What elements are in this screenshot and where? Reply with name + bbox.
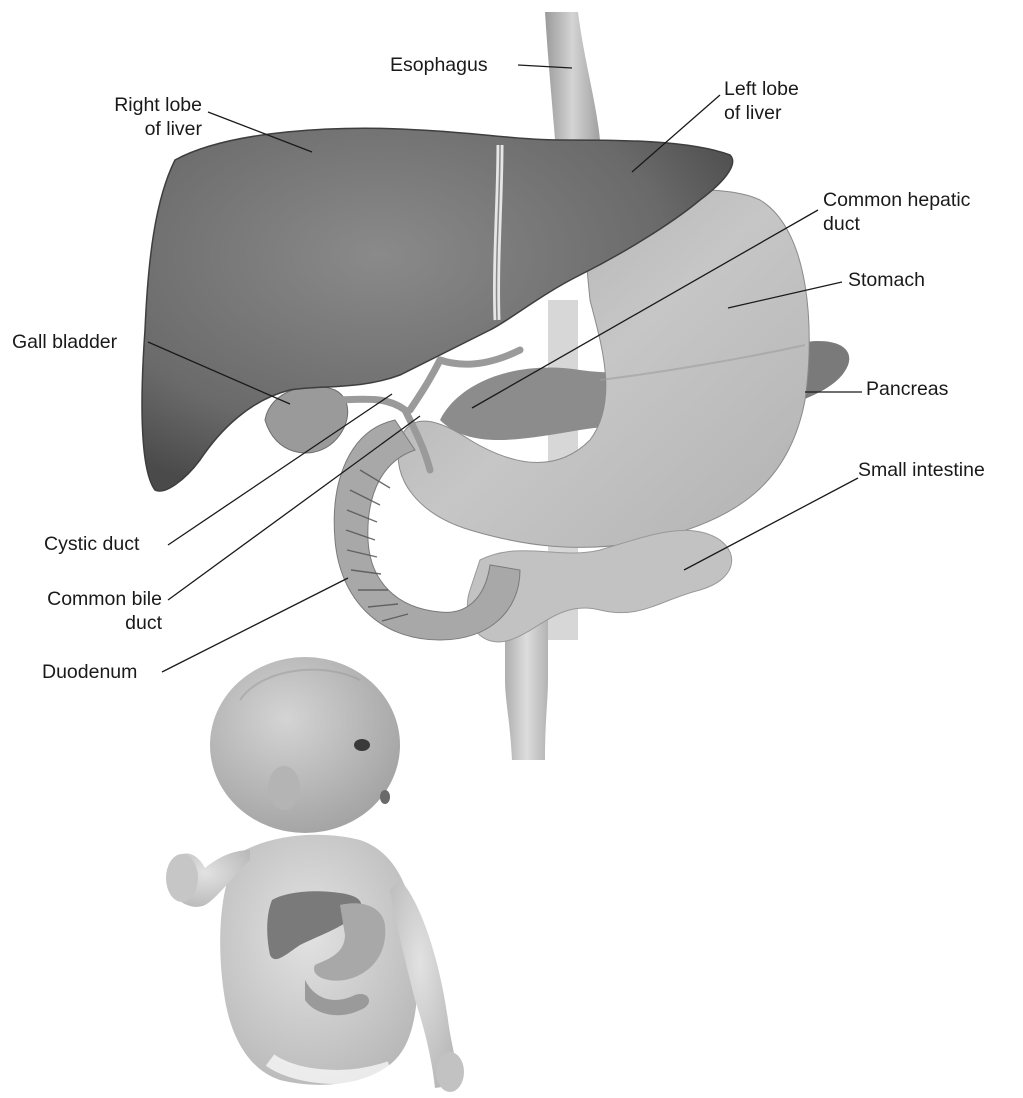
gall-bladder-shape	[265, 386, 348, 453]
label-right-lobe-of-liver: Right lobe of liver	[90, 93, 202, 141]
baby-left-hand	[166, 854, 198, 902]
label-stomach: Stomach	[848, 268, 925, 292]
label-esophagus: Esophagus	[390, 53, 488, 77]
baby-right-hand	[436, 1052, 464, 1092]
label-left-lobe-of-liver: Left lobe of liver	[724, 77, 799, 125]
label-gall-bladder: Gall bladder	[12, 330, 117, 354]
label-common-bile-line1: Common bile	[14, 587, 162, 611]
label-pancreas: Pancreas	[866, 377, 948, 401]
baby-mouth	[380, 790, 390, 804]
label-duodenum: Duodenum	[42, 660, 137, 684]
baby-eye	[354, 739, 370, 751]
baby-ear	[268, 766, 300, 810]
baby-torso	[220, 835, 417, 1085]
label-common-hepatic-line2: duct	[823, 212, 970, 236]
baby-figure	[166, 657, 464, 1092]
label-common-hepatic-duct: Common hepatic duct	[823, 188, 970, 236]
label-left-lobe-line1: Left lobe	[724, 77, 799, 101]
label-cystic-duct: Cystic duct	[44, 532, 139, 556]
esophagus-shape	[545, 12, 600, 140]
baby-head	[210, 657, 400, 833]
label-common-bile-line2: duct	[14, 611, 162, 635]
label-right-lobe-line2: of liver	[90, 117, 202, 141]
label-small-intestine: Small intestine	[858, 458, 985, 482]
label-left-lobe-line2: of liver	[724, 101, 799, 125]
label-right-lobe-line1: Right lobe	[90, 93, 202, 117]
label-common-hepatic-line1: Common hepatic	[823, 188, 970, 212]
label-common-bile-duct: Common bile duct	[14, 587, 162, 635]
